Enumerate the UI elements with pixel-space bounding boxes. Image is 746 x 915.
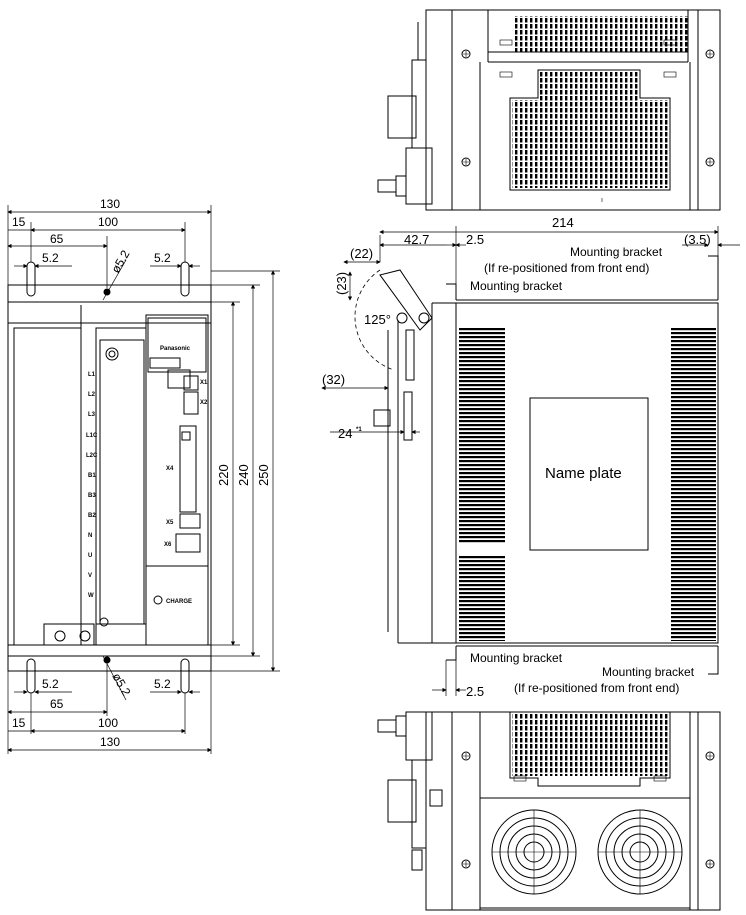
side-dimensions: 214 42.7 2.5 (3.5) (22) (23) 125° (32) 2…	[321, 215, 740, 699]
dim-height-outer: 250	[256, 464, 271, 486]
dim-front-offset: 42.7	[404, 232, 429, 247]
dim-pitch-top: 100	[98, 215, 118, 229]
dim-overall-top: 130	[100, 197, 120, 211]
terminal-label: V	[88, 573, 92, 579]
brand-label: Panasonic	[160, 346, 191, 352]
bracket-bottom-alt-label: Mounting bracket	[602, 665, 695, 679]
dim-depth: 214	[552, 215, 574, 230]
terminal-label: L2C	[86, 453, 98, 459]
dim-hole-dia-top: ø5.2	[108, 247, 132, 275]
front-height-dimensions: 220 240 250	[211, 270, 280, 672]
dim-overall-bottom: 130	[100, 735, 120, 749]
dim-front-depth: 24	[338, 426, 352, 441]
bracket-top-label: Mounting bracket	[470, 279, 563, 293]
dim-cover-c: (32)	[322, 372, 345, 387]
connector-label: X4	[166, 466, 174, 472]
dim-hole-dia-bottom: ø5.2	[109, 671, 133, 699]
dim-height-mid: 240	[236, 464, 251, 486]
dim-height-inner: 220	[216, 464, 231, 486]
connector-label: X1	[200, 380, 208, 386]
name-plate	[529, 397, 649, 551]
bracket-top-alt-note: (If re-positioned from front end)	[484, 261, 649, 275]
dim-hole-right-bottom: 5.2	[154, 677, 171, 691]
front-view	[7, 261, 212, 694]
terminal-label: L1C	[86, 433, 98, 439]
dim-center-top: 65	[50, 232, 64, 246]
dim-offset-top: 15	[12, 215, 26, 229]
dim-offset-bottom: 15	[12, 716, 26, 730]
dim-cover-b: (23)	[334, 272, 349, 295]
terminal-label: L2	[88, 392, 96, 398]
terminal-label: L3	[88, 412, 96, 418]
name-plate-label: Name plate	[545, 465, 622, 482]
terminal-label: B3	[88, 493, 96, 499]
connector-label: X2	[200, 400, 208, 406]
dim-bracket-offset-bottom: 2.5	[466, 684, 484, 699]
charge-label: CHARGE	[166, 599, 192, 605]
dim-center-bottom: 65	[50, 697, 64, 711]
dim-pitch-bottom: 100	[98, 716, 118, 730]
side-view: Name plate	[354, 255, 719, 675]
terminal-label: L1	[88, 372, 96, 378]
bracket-bottom-label: Mounting bracket	[470, 651, 563, 665]
bracket-top-alt-label: Mounting bracket	[570, 245, 663, 259]
dim-hole-right-top: 5.2	[154, 251, 171, 265]
terminal-labels: L1 L2 L3 L1C L2C B1 B3 B2 N U V W Panaso…	[86, 346, 208, 605]
terminal-label: U	[88, 553, 92, 559]
dim-hole-left-bottom: 5.2	[42, 677, 59, 691]
bracket-bottom-alt-note: (If re-positioned from front end)	[514, 681, 679, 695]
terminal-label: W	[88, 593, 94, 599]
dim-front-depth-note: *1	[356, 427, 362, 433]
terminal-label: B2	[88, 513, 96, 519]
connector-label: X5	[166, 520, 174, 526]
dim-cover-a: (22)	[350, 246, 373, 261]
terminal-label: B1	[88, 473, 96, 479]
top-view	[377, 9, 721, 211]
dim-cover-angle: 125°	[364, 312, 391, 327]
bottom-view	[377, 711, 721, 911]
connector-label: X6	[164, 542, 172, 548]
dim-rear-offset: (3.5)	[684, 232, 711, 247]
dim-bracket-offset: 2.5	[466, 232, 484, 247]
terminal-label: N	[88, 533, 92, 539]
dim-hole-left-top: 5.2	[42, 251, 59, 265]
